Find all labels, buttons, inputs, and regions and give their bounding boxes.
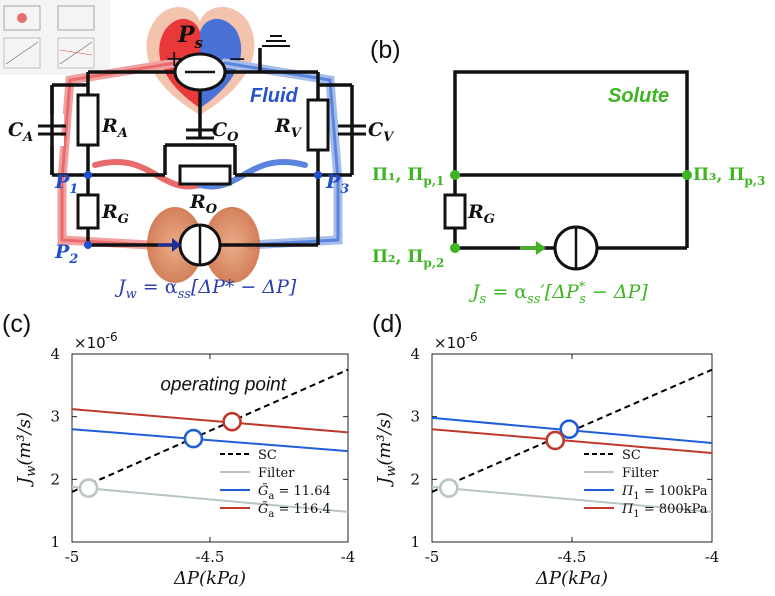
resistor-rg-solute <box>443 193 467 230</box>
operating-point-marker <box>559 419 580 440</box>
ra-label: RA <box>101 115 128 141</box>
panel-c-label: (c) <box>2 310 31 338</box>
y-tick-label: 2 <box>410 470 420 488</box>
y-tick-label: 4 <box>50 345 60 363</box>
rg-label: RG <box>101 201 129 227</box>
rg-solute-label: RG <box>467 201 495 227</box>
y-tick-label: 4 <box>410 345 420 363</box>
ro-label: RO <box>189 191 218 217</box>
x-tick-label: -4.5 <box>196 548 225 566</box>
p2-label: P2 <box>54 241 78 267</box>
x-tick-label: -5 <box>425 548 440 566</box>
legend-entry: Filter <box>622 466 659 481</box>
x-tick-label: -4.5 <box>558 548 587 566</box>
x-tick-label: -5 <box>65 548 80 566</box>
equation-jw: Jw = αss[ΔP* − ΔP] <box>114 276 297 302</box>
x-axis-label: ΔP(kPa) <box>173 568 246 589</box>
circuit-wires <box>50 48 354 247</box>
pi1-label: Π₁, Πp,1 <box>372 165 444 188</box>
equation-js: Js = αss′[ΔP*s − ΔP] <box>468 280 648 307</box>
x-tick-label: -4 <box>705 548 720 566</box>
resistor-rv <box>306 98 330 152</box>
resistor-ro <box>178 164 232 186</box>
rv-label: RV <box>274 115 303 141</box>
thumbnail-figure <box>0 0 110 75</box>
source-label: Ps <box>177 22 204 52</box>
legend-entry: G̃a = 11.64 <box>258 483 331 502</box>
operating-point-marker <box>438 478 459 498</box>
series-line <box>431 485 713 513</box>
y-tick-label: 3 <box>50 408 60 426</box>
series-line <box>71 428 349 453</box>
minus-sign: − <box>228 47 246 72</box>
node-pi1 <box>450 170 460 180</box>
y-tick-label: 2 <box>50 470 60 488</box>
flow-source-icon <box>158 223 222 267</box>
legend-entry: SC <box>258 448 277 463</box>
plus-sign: + <box>165 47 183 72</box>
pressure-source-icon <box>173 52 227 92</box>
chart-c: -5 -4.5 -4 1 2 3 4 ×10-6ΔP(kPa) Jw(m³/s) operatin… <box>14 330 355 589</box>
legend-entry: Π1 = 100kPa <box>621 484 708 502</box>
operating-point-marker <box>78 478 99 498</box>
p1-label: P1 <box>54 171 78 197</box>
operating-point-marker <box>183 428 204 449</box>
x-axis-label: ΔP(kPa) <box>535 568 608 589</box>
chart-d: -5 -4.5 -4 1 2 3 4 ×10-6ΔP(kPa) Jw(m³/s) SC Filter… <box>374 330 719 589</box>
panel-d-label: (d) <box>372 310 403 338</box>
ground-symbol <box>262 35 290 47</box>
capacitor-cv <box>338 124 366 136</box>
node-pi2 <box>450 243 460 253</box>
series-line <box>71 408 349 434</box>
y-tick-label: 1 <box>50 533 60 551</box>
operating-point-marker <box>545 430 566 451</box>
capacitor-co <box>186 128 214 140</box>
series-line <box>431 428 713 455</box>
y-scale-factor: ×10-6 <box>74 330 118 352</box>
x-tick-label: -4 <box>341 548 356 566</box>
legend-entry: Π1 = 800kPa <box>621 502 708 520</box>
co-label: CO <box>212 119 239 145</box>
y-tick-label: 3 <box>410 408 420 426</box>
plot-area <box>431 353 713 543</box>
panel-b-circuit: (b) Solute Π₁, Πp,1 Π₂, Πp,2 Π₃, Πp,3 RG… <box>370 36 765 307</box>
panel-b-label: (b) <box>370 36 401 64</box>
resistor-ra <box>76 93 100 147</box>
legend-entry: G̃a = 116.4 <box>258 501 331 520</box>
resistor-rg <box>76 193 100 230</box>
node-p2 <box>84 241 92 249</box>
legend-entry: Filter <box>258 466 295 481</box>
series-line <box>71 368 349 493</box>
pi2-label: Π₂, Πp,2 <box>372 247 444 270</box>
y-axis-label: Jw(m³/s) <box>14 412 39 488</box>
y-tick-label: 1 <box>410 533 420 551</box>
legend-entry: SC <box>622 448 641 463</box>
cv-label: CV <box>368 119 395 145</box>
solute-label: Solute <box>608 85 669 107</box>
y-scale-factor: ×10-6 <box>434 330 478 352</box>
fluid-label: Fluid <box>250 85 299 107</box>
flow-paths <box>57 58 343 250</box>
solute-source-icon <box>520 225 599 271</box>
series-line <box>71 485 349 513</box>
node-p1 <box>84 171 92 179</box>
annotation-text: operating point <box>160 374 286 395</box>
panel-a-circuit: Ps + − Fluid CA RA CO RV CV RO RG P1 P2 … <box>0 0 395 302</box>
y-axis-label: Jw(m³/s) <box>374 412 399 488</box>
ca-label: CA <box>8 119 33 145</box>
p3-label: P3 <box>325 171 349 197</box>
node-p3 <box>314 171 322 179</box>
operating-point-marker <box>222 411 242 432</box>
node-pi3 <box>682 170 692 180</box>
pi3-label: Π₃, Πp,3 <box>693 165 765 188</box>
